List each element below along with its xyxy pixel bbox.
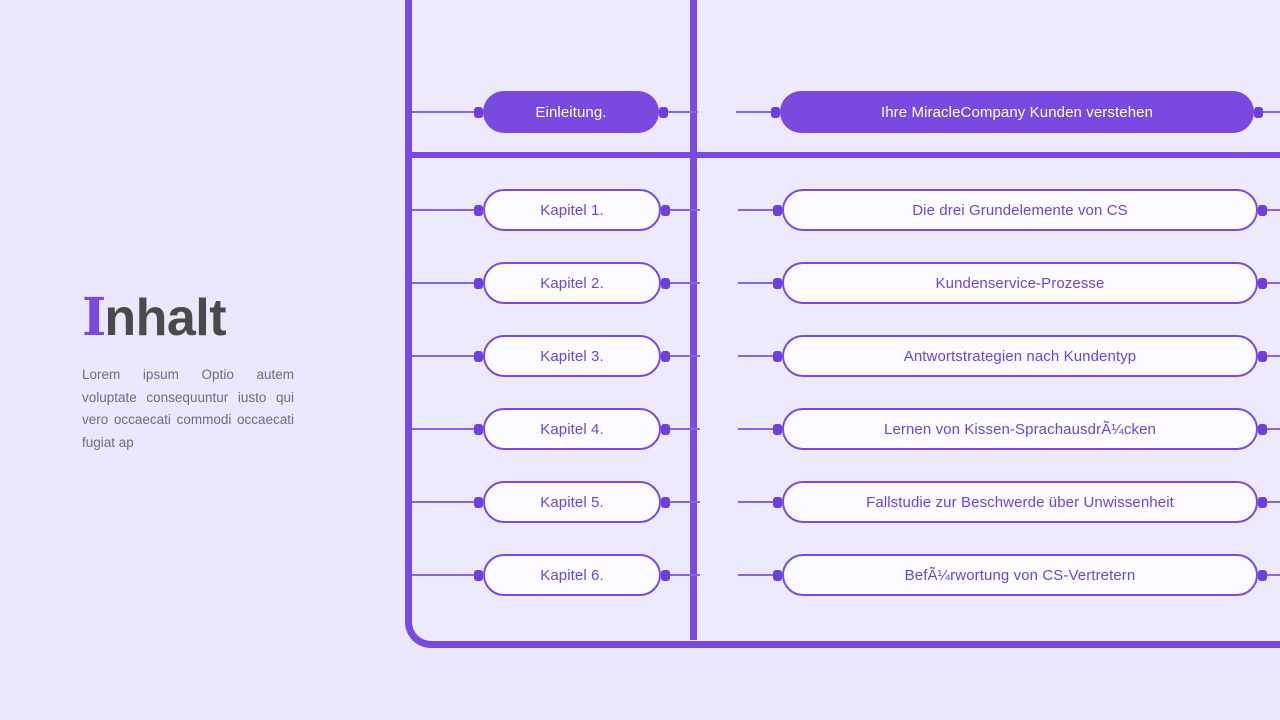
- left-text-block: Inhalt Lorem ipsum Optio autem voluptate…: [82, 292, 294, 454]
- connector-nub: [474, 106, 483, 118]
- toc-chapter-label[interactable]: Kapitel 1.: [483, 189, 661, 231]
- connector-nub: [1254, 106, 1263, 118]
- connector-nub: [661, 569, 670, 581]
- connector-line: [738, 574, 773, 576]
- connector-line: [670, 282, 700, 284]
- toc-row: Kapitel 1. Die drei Grundelemente von CS: [405, 188, 1280, 232]
- title-rest: nhalt: [104, 289, 227, 347]
- toc-row: Kapitel 6. BefÃ¼rwortung von CS-Vertrete…: [405, 553, 1280, 597]
- connector-line: [412, 501, 474, 503]
- connector-nub: [773, 277, 782, 289]
- connector-nub: [1258, 569, 1267, 581]
- connector-line: [412, 282, 474, 284]
- connector-line: [736, 111, 771, 113]
- connector-line: [738, 209, 773, 211]
- connector-line: [412, 209, 474, 211]
- toc-chapter-label[interactable]: Kapitel 5.: [483, 481, 661, 523]
- connector-nub: [661, 350, 670, 362]
- toc-row: Kapitel 4. Lernen von Kissen-Sprachausdr…: [405, 407, 1280, 451]
- connector-line: [738, 428, 773, 430]
- connector-nub: [773, 569, 782, 581]
- header-divider: [405, 152, 1280, 158]
- toc-chapter-label[interactable]: Kapitel 4.: [483, 408, 661, 450]
- connector-nub: [1258, 496, 1267, 508]
- connector-line: [670, 501, 700, 503]
- connector-nub: [474, 204, 483, 216]
- connector-nub: [474, 423, 483, 435]
- toc-row: Kapitel 3. Antwortstrategien nach Kunden…: [405, 334, 1280, 378]
- toc-chapter-label[interactable]: Kapitel 2.: [483, 262, 661, 304]
- page-description: Lorem ipsum Optio autem voluptate conseq…: [82, 367, 294, 450]
- connector-nub: [474, 569, 483, 581]
- connector-line: [670, 428, 700, 430]
- connector-nub: [661, 496, 670, 508]
- connector-line: [1267, 428, 1280, 430]
- connector-nub: [1258, 204, 1267, 216]
- connector-nub: [474, 350, 483, 362]
- toc-topic-label[interactable]: Lernen von Kissen-SprachausdrÃ¼cken: [782, 408, 1258, 450]
- connector-nub: [1258, 423, 1267, 435]
- toc-topic-label[interactable]: Antwortstrategien nach Kundentyp: [782, 335, 1258, 377]
- connector-line: [412, 111, 474, 113]
- connector-line: [670, 209, 700, 211]
- connector-nub: [661, 423, 670, 435]
- connector-nub: [773, 496, 782, 508]
- toc-row: Kapitel 5. Fallstudie zur Beschwerde übe…: [405, 480, 1280, 524]
- connector-line: [1267, 282, 1280, 284]
- toc-topic-label[interactable]: BefÃ¼rwortung von CS-Vertretern: [782, 554, 1258, 596]
- toc-row: Kapitel 2. Kundenservice-Prozesse: [405, 261, 1280, 305]
- toc-topic-label[interactable]: Die drei Grundelemente von CS: [782, 189, 1258, 231]
- connector-nub: [659, 106, 668, 118]
- connector-nub: [771, 106, 780, 118]
- connector-line: [670, 355, 700, 357]
- connector-line: [670, 574, 700, 576]
- connector-nub: [1258, 350, 1267, 362]
- connector-line: [1267, 501, 1280, 503]
- connector-nub: [773, 350, 782, 362]
- toc-topic-label[interactable]: Kundenservice-Prozesse: [782, 262, 1258, 304]
- toc-header-row: Einleitung. Ihre MiracleCompany Kunden v…: [405, 90, 1280, 134]
- toc-header-chapter[interactable]: Einleitung.: [483, 91, 659, 133]
- connector-line: [1267, 209, 1280, 211]
- connector-nub: [773, 423, 782, 435]
- connector-line: [668, 111, 698, 113]
- connector-nub: [661, 277, 670, 289]
- connector-line: [738, 501, 773, 503]
- toc-header-topic[interactable]: Ihre MiracleCompany Kunden verstehen: [780, 91, 1254, 133]
- connector-nub: [1258, 277, 1267, 289]
- toc-chapter-label[interactable]: Kapitel 6.: [483, 554, 661, 596]
- connector-nub: [773, 204, 782, 216]
- connector-nub: [661, 204, 670, 216]
- connector-line: [1267, 574, 1280, 576]
- connector-line: [1267, 355, 1280, 357]
- page-title: Inhalt: [82, 289, 294, 347]
- toc-topic-label[interactable]: Fallstudie zur Beschwerde über Unwissenh…: [782, 481, 1258, 523]
- connector-line: [412, 428, 474, 430]
- connector-line: [412, 574, 474, 576]
- connector-nub: [474, 277, 483, 289]
- title-accent-letter: I: [82, 287, 106, 348]
- connector-line: [738, 282, 773, 284]
- connector-line: [1263, 111, 1280, 113]
- connector-line: [412, 355, 474, 357]
- connector-line: [738, 355, 773, 357]
- connector-nub: [474, 496, 483, 508]
- column-divider: [690, 0, 697, 640]
- toc-chapter-label[interactable]: Kapitel 3.: [483, 335, 661, 377]
